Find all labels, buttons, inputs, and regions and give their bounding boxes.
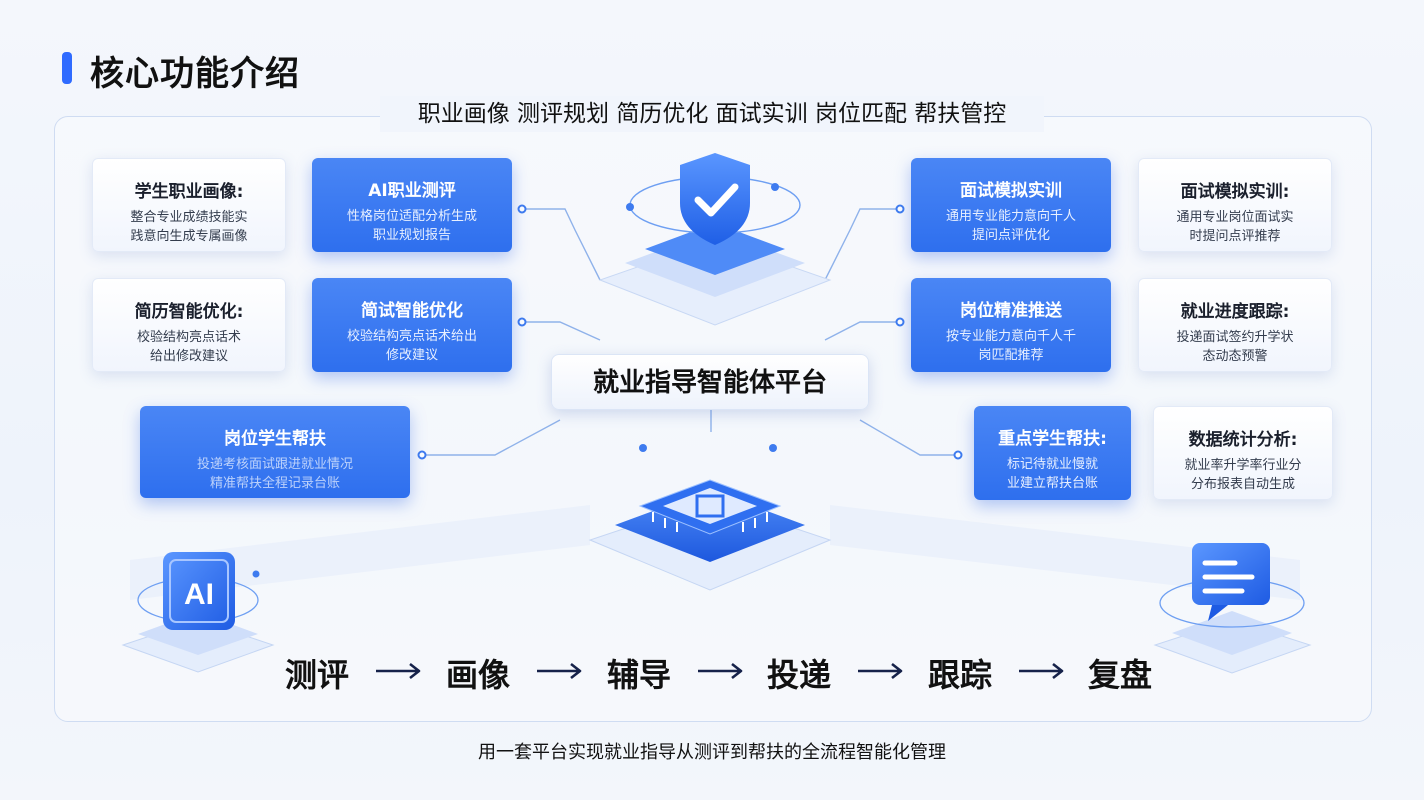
arrow-right-icon xyxy=(858,662,903,680)
footer-caption: 用一套平台实现就业指导从测评到帮扶的全流程智能化管理 xyxy=(478,742,946,763)
connector-right-1 xyxy=(824,208,900,281)
arrow-right-icon xyxy=(698,662,743,680)
chat-message-icon xyxy=(1153,543,1312,674)
card-job-recommendation: 岗位精准推送 按专业能力意向千人千 岗匹配推荐 xyxy=(911,278,1111,372)
connector-left-3 xyxy=(422,419,561,456)
arrow-right-icon xyxy=(1019,662,1064,680)
card-ai-career-assessment: AI职业测评 性格岗位适配分析生成 职业规划报告 xyxy=(312,158,512,252)
ai-badge-icon xyxy=(121,552,275,673)
card-interview-training: 面试模拟实训 通用专业能力意向千人 提问点评优化 xyxy=(911,158,1111,252)
flow-step-profile: 画像 xyxy=(446,656,511,694)
ai-badge-label: AI xyxy=(184,578,214,611)
card-data-analysis: 数据统计分析: 就业率升学率行业分 分布报表自动生成 xyxy=(1153,406,1333,500)
flow-step-review: 复盘 xyxy=(1088,656,1153,694)
card-progress-tracking: 就业进度跟踪: 投递面试签约升学状 态动态预警 xyxy=(1138,278,1332,372)
feature-subtitle: 职业画像 测评规划 简历优化 面试实训 岗位匹配 帮扶管控 xyxy=(380,96,1044,132)
connector-right-2 xyxy=(824,321,900,341)
flow-step-application: 投递 xyxy=(767,656,832,694)
card-student-profile: 学生职业画像: 整合专业成绩技能实 践意向生成专属画像 xyxy=(92,158,286,252)
shield-check-icon xyxy=(598,153,832,326)
arrow-right-icon xyxy=(537,662,582,680)
arrow-right-icon xyxy=(376,662,421,680)
flow-step-coaching: 辅导 xyxy=(607,656,672,694)
card-brief-optimization: 简试智能优化 校验结构亮点话术给出 修改建议 xyxy=(312,278,512,372)
card-key-student-support: 重点学生帮扶: 标记待就业慢就 业建立帮扶台账 xyxy=(974,406,1131,500)
connector-left-1 xyxy=(522,208,601,281)
title-accent-bar xyxy=(62,52,72,84)
connector-left-2 xyxy=(522,321,601,341)
card-interview-training-2: 面试模拟实训: 通用专业岗位面试实 时提问点评推荐 xyxy=(1138,158,1332,252)
flow-step-tracking: 跟踪 xyxy=(928,656,993,694)
card-resume-optimization: 简历智能优化: 校验结构亮点话术 给出修改建议 xyxy=(92,278,286,372)
connector-right-3 xyxy=(859,419,958,456)
page-title: 核心功能介绍 xyxy=(90,54,300,94)
card-job-student-support: 岗位学生帮扶 投递考核面试跟进就业情况 精准帮扶全程记录台账 xyxy=(140,406,410,498)
chip-icon xyxy=(588,444,832,591)
platform-label: 就业指导智能体平台 xyxy=(551,354,869,410)
flow-step-assessment: 测评 xyxy=(285,656,350,694)
